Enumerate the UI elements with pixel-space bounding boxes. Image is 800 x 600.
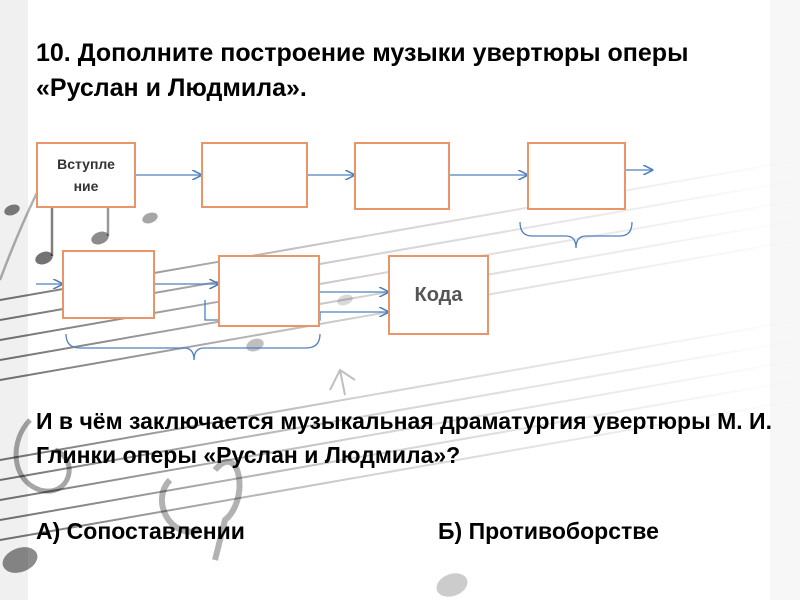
intro-box: Вступле ние (36, 142, 136, 208)
empty-box-4[interactable] (527, 142, 626, 210)
empty-box-6[interactable] (218, 255, 320, 327)
coda-label: Кода (415, 284, 463, 307)
coda-box: Кода (388, 255, 489, 335)
empty-box-5[interactable] (62, 250, 155, 319)
empty-box-2[interactable] (201, 142, 308, 208)
brace-boxes5-6 (66, 334, 320, 360)
question-text: И в чём заключается музыкальная драматур… (36, 404, 776, 472)
intro-box-line1: Вступле (46, 153, 126, 175)
intro-box-line2: ние (46, 175, 126, 197)
brace-box4 (520, 222, 632, 248)
empty-box-3[interactable] (354, 142, 450, 210)
answer-options: А) Сопоставлении Б) Противоборстве (36, 514, 776, 548)
slide-title: 10. Дополните построение музыки увертюры… (36, 36, 776, 106)
answer-a[interactable]: А) Сопоставлении (36, 514, 245, 548)
answer-b[interactable]: Б) Противоборстве (438, 514, 659, 548)
